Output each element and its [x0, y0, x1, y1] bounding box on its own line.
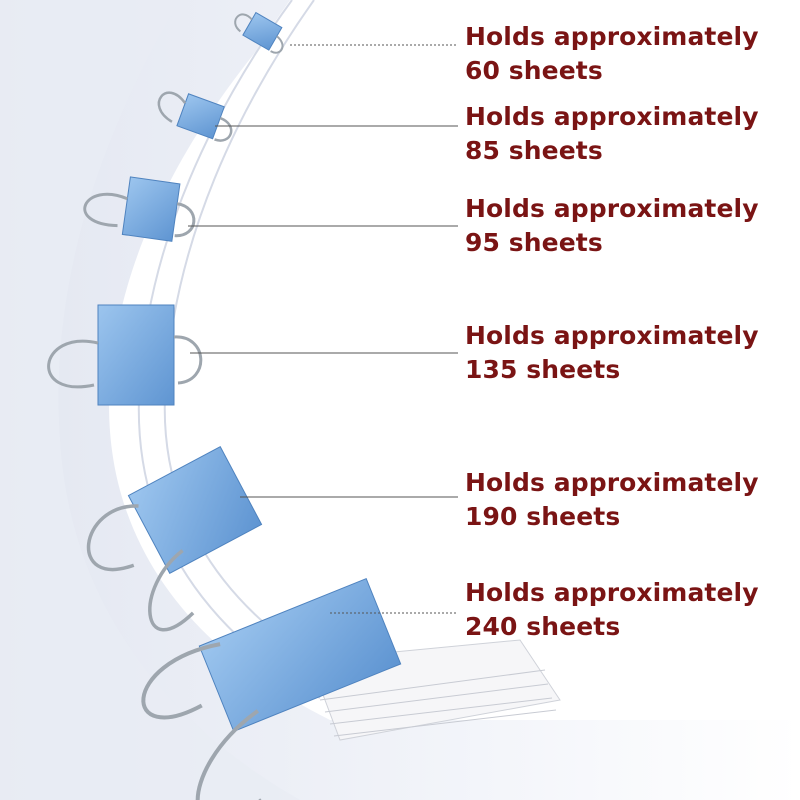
callout-line2: 85 sheets — [465, 136, 603, 165]
callout-line1: Holds approximately — [465, 194, 759, 223]
capacity-callout-190: Holds approximately 190 sheets — [465, 466, 795, 534]
callout-line1: Holds approximately — [465, 578, 759, 607]
binder-clip-icon — [47, 304, 203, 406]
binder-clip-icon — [141, 577, 402, 800]
capacity-callout-240: Holds approximately 240 sheets — [465, 576, 795, 644]
capacity-callout-85: Holds approximately 85 sheets — [465, 100, 795, 168]
callout-line2: 240 sheets — [465, 612, 621, 641]
callout-line2: 60 sheets — [465, 56, 603, 85]
callout-line1: Holds approximately — [465, 22, 759, 51]
callout-line2: 190 sheets — [465, 502, 621, 531]
capacity-callout-60: Holds approximately 60 sheets — [465, 20, 795, 88]
binder-clip-icon — [86, 446, 263, 632]
paper-shadow-band — [0, 0, 300, 800]
capacity-callout-95: Holds approximately 95 sheets — [465, 192, 795, 260]
callout-line2: 95 sheets — [465, 228, 603, 257]
callout-line1: Holds approximately — [465, 102, 759, 131]
callout-line2: 135 sheets — [465, 355, 621, 384]
capacity-callout-135: Holds approximately 135 sheets — [465, 319, 795, 387]
callout-line1: Holds approximately — [465, 468, 759, 497]
binder-clip-icon — [83, 176, 196, 242]
callout-line1: Holds approximately — [465, 321, 759, 350]
binder-clip-icon — [157, 91, 233, 142]
binder-clip-icon — [234, 11, 284, 54]
